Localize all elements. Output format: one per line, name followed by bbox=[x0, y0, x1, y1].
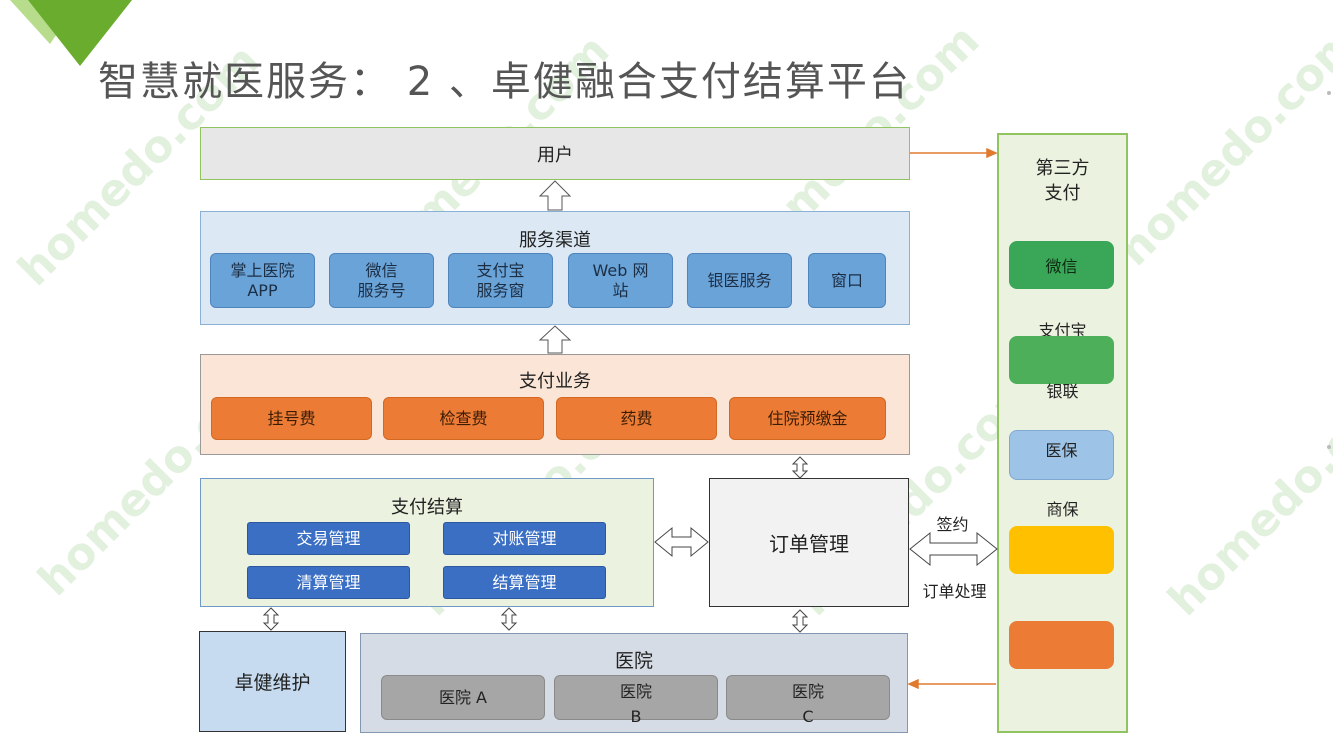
channel-web[interactable]: Web 网 站 bbox=[568, 253, 673, 308]
clearing-management[interactable]: 清算管理 bbox=[247, 566, 410, 599]
double-arrow-order-thirdparty bbox=[909, 531, 998, 567]
fee-inpatient-deposit[interactable]: 住院预缴金 bbox=[729, 397, 886, 440]
channel-app[interactable]: 掌上医院 APP bbox=[210, 253, 315, 308]
pay-wechat[interactable]: 微信 bbox=[1009, 241, 1114, 289]
up-arrow-service-to-user bbox=[538, 180, 572, 211]
user-label: 用户 bbox=[537, 144, 573, 166]
hospital-a[interactable]: 医院 A bbox=[381, 675, 545, 720]
channel-bank-hospital[interactable]: 银医服务 bbox=[687, 253, 792, 308]
double-arrow-order-hospital bbox=[791, 609, 809, 633]
pay-medical-insurance[interactable]: 医保 bbox=[1009, 430, 1114, 480]
up-arrow-payment-to-service bbox=[538, 325, 572, 354]
service-channel-label: 服务渠道 bbox=[519, 230, 591, 251]
user-layer: 用户 bbox=[200, 127, 910, 180]
hospital-label: 医院 bbox=[614, 650, 653, 672]
channel-window[interactable]: 窗口 bbox=[808, 253, 886, 308]
zhuojian-maintenance[interactable]: 卓健维护 bbox=[199, 631, 346, 732]
reconciliation-management[interactable]: 对账管理 bbox=[443, 522, 606, 555]
transaction-management[interactable]: 交易管理 bbox=[247, 522, 410, 555]
fee-medicine[interactable]: 药费 bbox=[556, 397, 717, 440]
fee-registration[interactable]: 挂号费 bbox=[211, 397, 372, 440]
fee-examination[interactable]: 检查费 bbox=[383, 397, 544, 440]
third-party-label: 第三方 支付 bbox=[1035, 158, 1090, 204]
hospital-c[interactable]: 医院 C bbox=[726, 675, 890, 726]
pay-commercial-insurance[interactable] bbox=[1009, 526, 1114, 574]
pay-alipay-label: 支付宝 bbox=[1038, 321, 1087, 340]
corner-decoration bbox=[28, 0, 132, 66]
channel-wechat[interactable]: 微信 服务号 bbox=[329, 253, 434, 308]
hospital-b[interactable]: 医院 B bbox=[554, 675, 718, 726]
channel-alipay[interactable]: 支付宝 服务窗 bbox=[448, 253, 553, 308]
double-arrow-settlement-order bbox=[654, 526, 709, 558]
double-arrow-payment-order bbox=[791, 456, 809, 479]
page-title: 智慧就医服务： 2 、卓健融合支付结算平台 bbox=[98, 59, 911, 105]
settlement-label: 支付结算 bbox=[391, 497, 463, 518]
pay-alipay[interactable] bbox=[1009, 336, 1114, 384]
payment-business-label: 支付业务 bbox=[519, 371, 591, 392]
pay-unionpay-label: 银联 bbox=[1046, 382, 1079, 401]
double-arrow-settlement-hospital bbox=[500, 607, 518, 631]
order-processing-label: 订单处理 bbox=[922, 582, 987, 601]
settlement-management[interactable]: 结算管理 bbox=[443, 566, 606, 599]
pay-commercial-insurance-label: 商保 bbox=[1046, 500, 1079, 519]
sign-label: 签约 bbox=[936, 515, 969, 534]
double-arrow-settlement-maint bbox=[262, 607, 280, 631]
pay-other[interactable] bbox=[1009, 621, 1114, 669]
order-management[interactable]: 订单管理 bbox=[709, 478, 909, 607]
